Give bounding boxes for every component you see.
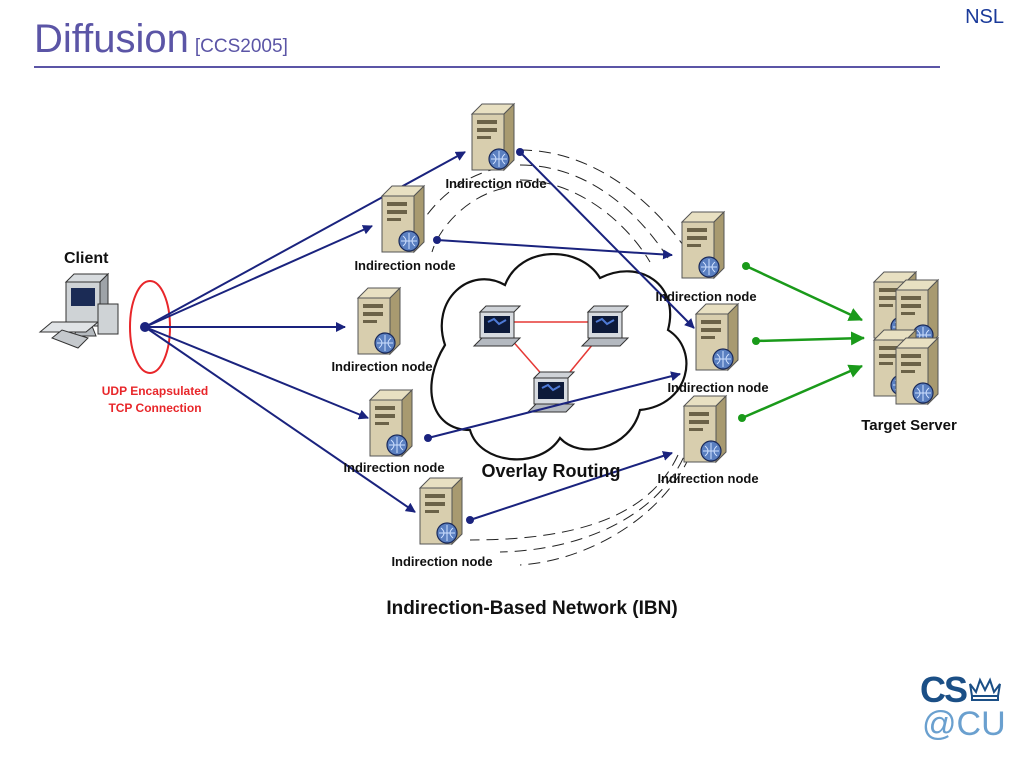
node-label-upper-right: Indirection node xyxy=(655,289,756,304)
indirection-node-server-lower-right xyxy=(683,395,727,463)
target-server-cluster xyxy=(873,271,939,405)
title-rule xyxy=(34,66,940,68)
logo-cs-text: CS xyxy=(920,669,968,710)
client-computer xyxy=(38,272,119,349)
node-label-middle-left: Indirection node xyxy=(331,359,432,374)
node-label-bottom: Indirection node xyxy=(391,554,492,569)
encap-label-line2: TCP Connection xyxy=(108,401,201,415)
node-label-upper-left: Indirection node xyxy=(354,258,455,273)
overlay-pc-2 xyxy=(581,305,629,347)
node-label-top: Indirection node xyxy=(445,176,546,191)
relay-links xyxy=(427,151,695,521)
overlay-cloud xyxy=(430,253,688,461)
client-label: Client xyxy=(64,250,109,267)
client-links xyxy=(144,151,466,513)
indirection-node-server-middle-left xyxy=(357,287,401,355)
indirection-node-server-middle-right xyxy=(695,303,739,371)
overlay-routing-label: Overlay Routing xyxy=(481,461,620,481)
slide-title: Diffusion[CCS2005] xyxy=(34,14,288,72)
indirection-node-server-upper-right xyxy=(681,211,725,279)
ibn-caption: Indirection-Based Network (IBN) xyxy=(386,598,677,619)
target-links xyxy=(741,264,865,420)
node-label-lower-right: Indirection node xyxy=(657,471,758,486)
node-label-lower-left: Indirection node xyxy=(343,460,444,475)
indirection-node-server-bottom xyxy=(419,477,463,545)
target-server-label: Target Server xyxy=(861,417,957,434)
overlay-pc-1 xyxy=(473,305,521,347)
encap-label-line1: UDP Encapsulated xyxy=(102,384,208,398)
node-label-middle-right: Indirection node xyxy=(667,380,768,395)
indirection-node-server-upper-left xyxy=(381,185,425,253)
logo-cu-text: @CU xyxy=(922,705,1006,743)
crown-icon xyxy=(969,677,1001,701)
title-citation: [CCS2005] xyxy=(194,36,288,57)
client-link-origin xyxy=(140,322,150,332)
corner-label: NSL xyxy=(965,6,1004,28)
title-text: Diffusion xyxy=(34,17,189,61)
indirection-node-server-lower-left xyxy=(369,389,413,457)
indirection-node-server-top xyxy=(471,103,515,171)
cs-at-cu-logo: CS @CU xyxy=(920,670,1010,744)
